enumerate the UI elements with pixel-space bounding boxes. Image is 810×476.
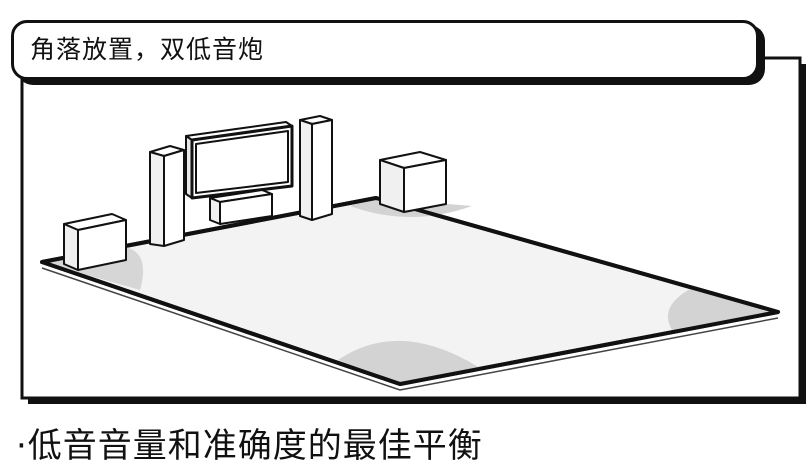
floor-edge-shade: [41, 267, 779, 391]
tower-speaker-right: [299, 115, 333, 221]
subwoofer-left: [63, 213, 127, 271]
center-speaker: [209, 189, 273, 225]
tower-speaker-left: [149, 145, 185, 247]
diagram-title: 角落放置，双低音炮: [30, 35, 265, 64]
subwoofer-right: [379, 151, 447, 213]
tv: [185, 121, 294, 200]
title-bar: [11, 20, 759, 80]
caption-text: ·低音音量和准确度的最佳平衡: [16, 426, 483, 466]
bass-zone-right: [667, 288, 778, 330]
room-floor-outline: [40, 196, 780, 386]
